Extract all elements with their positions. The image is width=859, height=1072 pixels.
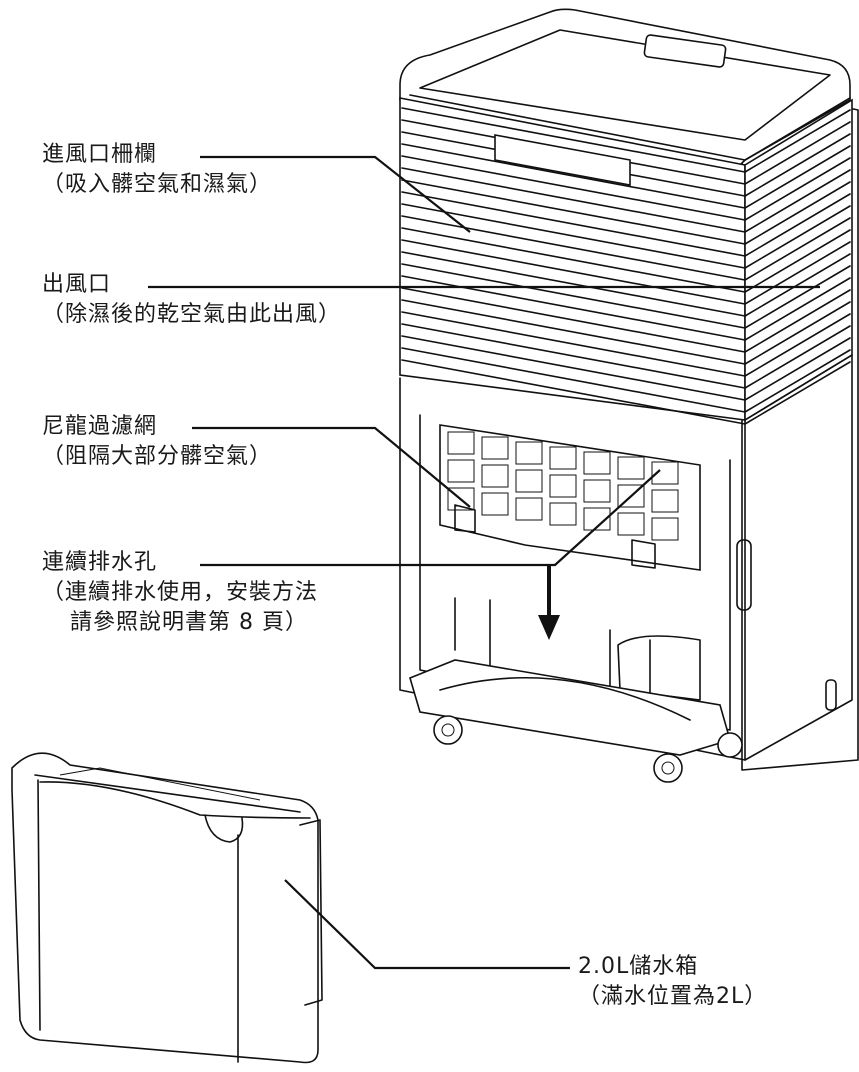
nylon-filter (439, 424, 701, 571)
control-panel (643, 34, 727, 68)
air-outlet-title: 出風口 (42, 272, 112, 297)
drain-hole-title: 連續排水孔 (42, 550, 158, 575)
dehumidifier-unit (399, 8, 859, 783)
water-tank-title: 2.0L儲水箱 (578, 954, 699, 979)
carry-handle (494, 134, 631, 186)
drain-hole-detail-2: 請參照說明書第 8 頁） (70, 610, 308, 635)
nylon-filter-detail: （阻隔大部分髒空氣） (42, 444, 273, 469)
caster-wheels (433, 715, 743, 783)
intake-grille (399, 97, 853, 425)
drain-hole-detail: （連續排水使用，安裝方法 (42, 580, 319, 605)
label-water-tank: 2.0L儲水箱 （滿水位置為2L） (578, 952, 767, 1012)
intake-grille-title: 進風口柵欄 (42, 142, 158, 167)
label-air-outlet: 出風口 （除濕後的乾空氣由此出風） (42, 270, 341, 330)
intake-grille-detail: （吸入髒空氣和濕氣） (42, 172, 273, 197)
top-panel (399, 8, 851, 166)
label-nylon-filter: 尼龍過濾網 （阻隔大部分髒空氣） (42, 412, 272, 472)
leader-lines (148, 155, 820, 970)
label-intake-grille: 進風口柵欄 （吸入髒空氣和濕氣） (42, 140, 272, 200)
water-tank-detail: （滿水位置為2L） (578, 984, 768, 1009)
label-drain-hole: 連續排水孔 （連續排水使用，安裝方法 請參照說明書第 8 頁） (42, 548, 318, 638)
air-outlet-detail: （除濕後的乾空氣由此出風） (42, 302, 342, 327)
water-tank (11, 752, 323, 1064)
nylon-filter-title: 尼龍過濾網 (42, 414, 158, 439)
drain-arrow (538, 565, 560, 640)
